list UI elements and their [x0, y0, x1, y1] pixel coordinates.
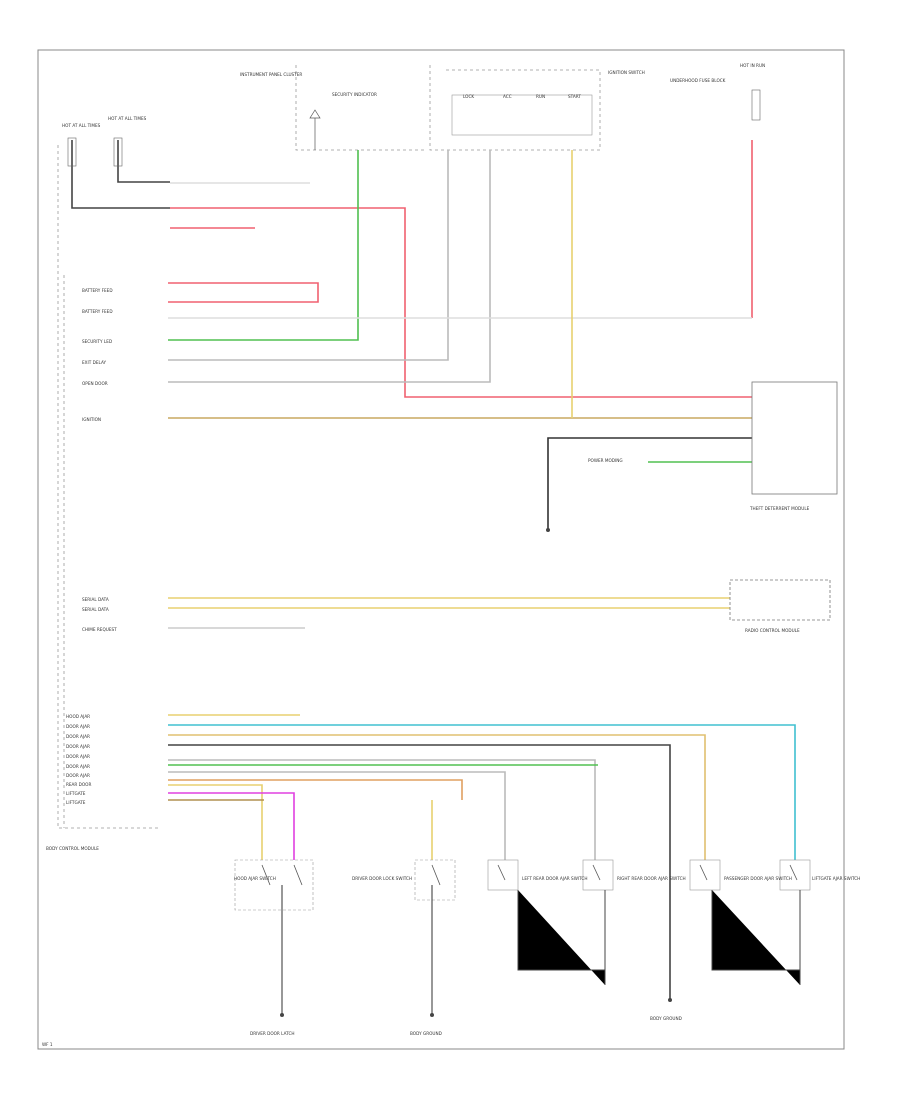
instrument-cluster-label: INSTRUMENT PANEL CLUSTER [240, 72, 302, 77]
switch-pos-start: START [568, 94, 581, 99]
bottom-label-0: HOOD AJAR [66, 714, 90, 719]
red-loop-wire [168, 282, 319, 303]
bottom-label-5: DOOR AJAR [66, 764, 90, 769]
orange-wire [168, 779, 463, 800]
switch-label-pass: PASSENGER DOOR AJAR SWITCH [724, 876, 792, 881]
bottom-label-1: DOOR AJAR [66, 724, 90, 729]
ground-label-1: DRIVER DOOR LATCH [250, 1031, 295, 1036]
gray-door-wire [168, 150, 491, 383]
switch-label-rr: RIGHT REAR DOOR AJAR SWITCH [617, 876, 686, 881]
green-security-wire [168, 150, 359, 341]
bcm-label-security: SECURITY LED [82, 339, 112, 344]
bcm-label-battery-2: BATTERY FEED [82, 309, 113, 314]
chime-label: CHIME REQUEST [82, 627, 117, 632]
serial-label-2: SERIAL DATA [82, 607, 109, 612]
page-code: WF 1 [42, 1042, 53, 1047]
hood-ajar-switch [234, 859, 314, 1015]
ignition-contacts-box [451, 94, 593, 136]
gray-bottom-wire [168, 759, 596, 860]
ground-wire-mid [547, 437, 752, 530]
bcm-label-battery-1: BATTERY FEED [82, 288, 113, 293]
serial-label-1: SERIAL DATA [82, 597, 109, 602]
ground-label-3: BODY GROUND [650, 1016, 682, 1021]
bottom-label-2: DOOR AJAR [66, 734, 90, 739]
ground-icon [280, 528, 672, 1017]
switch-pos-run: RUN [536, 94, 545, 99]
bottom-label-9: LIFTGATE [66, 800, 86, 805]
theft-module-box [751, 381, 838, 495]
bottom-label-8: LIFTGATE [66, 791, 86, 796]
fuse-left-2 [117, 140, 170, 183]
bcm-enclosure [57, 145, 158, 829]
fuse-block-right-label: UNDERHOOD FUSE BLOCK [670, 78, 726, 83]
switch-pos-lock: LOCK [463, 94, 474, 99]
pink-wire [168, 792, 295, 860]
fuse-left-2-label: HOT AT ALL TIMES [108, 116, 147, 121]
radio-module-box [729, 579, 831, 621]
bottom-label-7: REAR DOOR [66, 782, 91, 787]
radio-module-label: RADIO CONTROL MODULE [745, 628, 800, 633]
diagram-frame [37, 49, 845, 1050]
power-mode-label: POWER MODING [588, 458, 623, 463]
driver-door-lock-switch [414, 859, 456, 1015]
switch-label-lr: LEFT REAR DOOR AJAR SWITCH [522, 876, 587, 881]
fuse-left-1-box [67, 137, 77, 167]
switch-label-hood: HOOD AJAR SWITCH [234, 876, 276, 881]
fuse-left-2-box [113, 137, 123, 167]
theft-module-label: THEFT DETERRENT MODULE [749, 506, 810, 511]
ignition-switch-box [429, 65, 601, 151]
bcm-label: BODY CONTROL MODULE [46, 846, 99, 851]
fuse-right-label: HOT IN RUN [740, 63, 765, 68]
yellow-bottom-wire [168, 784, 263, 860]
switch-pos-acc: ACC [503, 94, 512, 99]
brown-wire-1 [168, 771, 506, 860]
fuse-right-box [751, 89, 761, 121]
right-rear-door-switch [582, 859, 614, 985]
bcm-label-exit: EXIT DELAY [82, 360, 106, 365]
fuse-block-top [295, 65, 425, 151]
bottom-label-6: DOOR AJAR [66, 773, 90, 778]
fuse-left-1-label: HOT AT ALL TIMES [62, 123, 101, 128]
bottom-label-3: DOOR AJAR [66, 744, 90, 749]
fuse-left-1 [71, 140, 170, 209]
bottom-label-4: DOOR AJAR [66, 754, 90, 759]
liftgate-switch [779, 859, 811, 985]
switch-label-lift: LIFTGATE AJAR SWITCH [812, 876, 860, 881]
ground-label-2: BODY GROUND [410, 1031, 442, 1036]
black-wire [168, 744, 671, 1000]
red-battery-wire [170, 207, 752, 398]
gray-exit-wire [168, 150, 449, 361]
security-indicator-label: SECURITY INDICATOR [332, 92, 377, 97]
bcm-label-ignition: IGNITION [82, 417, 101, 422]
led-icon [309, 109, 321, 119]
ignition-switch-label: IGNITION SWITCH [608, 70, 645, 75]
cyan-wire [168, 724, 796, 860]
bcm-label-open: OPEN DOOR [82, 381, 108, 386]
tan-wire [168, 734, 706, 860]
switch-label-driver: DRIVER DOOR LOCK SWITCH [352, 876, 412, 881]
